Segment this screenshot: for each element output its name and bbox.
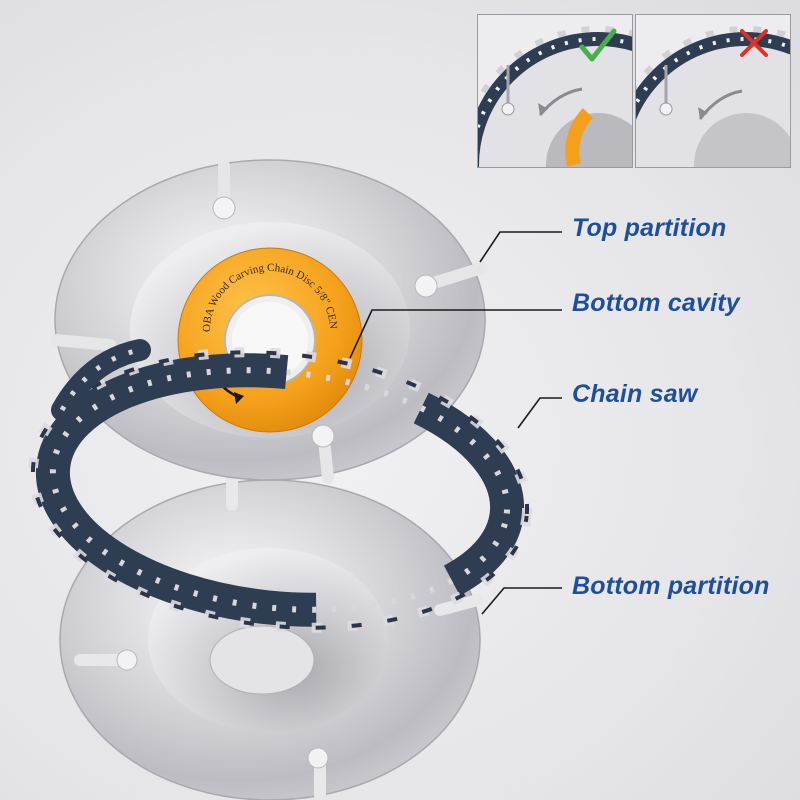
check-icon	[579, 28, 617, 62]
inset-wrong-direction	[635, 14, 791, 168]
leader-chain-saw	[517, 397, 562, 429]
leader-top-partition	[479, 231, 562, 263]
leader-bottom-cavity	[349, 309, 562, 359]
callout-lines	[349, 231, 562, 615]
cross-icon	[740, 29, 768, 57]
label-bottom-partition: Bottom partition	[572, 572, 770, 600]
label-top-partition: Top partition	[572, 214, 727, 242]
bottom-partition-disc	[59, 464, 484, 800]
inset-correct-direction	[477, 14, 633, 168]
chain-saw	[27, 339, 533, 633]
label-bottom-cavity: Bottom cavity	[572, 289, 740, 317]
leader-bottom-partition	[481, 587, 562, 615]
label-chain-saw: Chain saw	[572, 380, 698, 408]
